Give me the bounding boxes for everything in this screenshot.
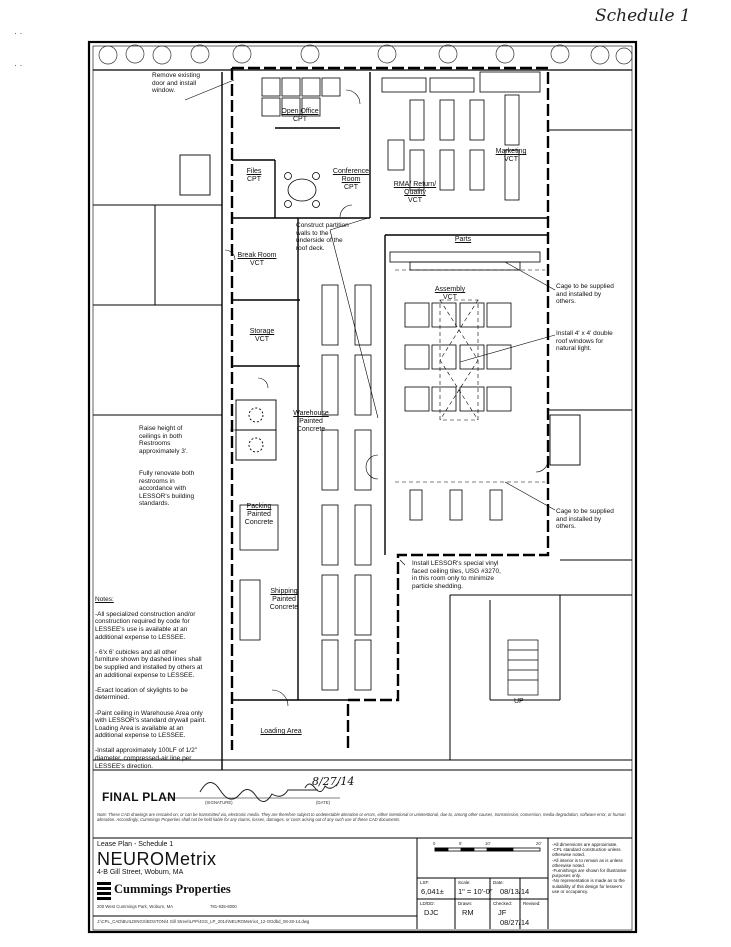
cad-disclaimer: Note: These CAD drawings are rescaled on… xyxy=(97,812,626,822)
tb-checked-label: Checked: xyxy=(493,901,513,906)
final-plan-label: FINAL PLAN xyxy=(102,790,177,804)
signature-caption: (SIGNATURE) xyxy=(205,800,233,805)
tb-revised: 08/27/14 xyxy=(500,918,530,927)
tb-scale: 1" = 10'-0" xyxy=(458,887,493,896)
notes-block: Notes: -All specialized construction and… xyxy=(95,588,235,778)
signature-date: 8/27/14 xyxy=(312,775,355,788)
callout-renovate: Fully renovate both restrooms in accorda… xyxy=(139,470,195,508)
note-item: - 6'x 6' cubicles and all other furnitur… xyxy=(95,648,203,679)
stair-up-label: UP xyxy=(514,698,524,705)
tb-brand-address: 200 West Cummings Park, Woburn, MA xyxy=(97,904,174,909)
tb-drawn-label: Drawn: xyxy=(458,901,473,906)
tb-revised-label: Revised: xyxy=(523,901,541,906)
scale-tick: 5' xyxy=(459,841,463,846)
tb-company: NEUROMetrix xyxy=(97,849,217,869)
callout-ceiling-tiles: Install LESSOR's special vinyl faced cei… xyxy=(412,560,501,590)
tb-date-label: Date: xyxy=(493,880,504,885)
date-caption: (DATE) xyxy=(316,800,331,805)
notes-heading: Notes: xyxy=(95,595,114,603)
tb-checked: JF xyxy=(498,908,507,917)
room-parts: Parts xyxy=(454,236,472,243)
tb-ld-label: LD/DD: xyxy=(420,901,435,906)
tb-brand-phone: 781-935-8000 xyxy=(210,904,237,909)
tb-ld: DJC xyxy=(424,908,439,917)
room-loading: Loading Area xyxy=(260,728,302,735)
note-item: -Install approximately 100LF of 1/2" dia… xyxy=(95,747,198,770)
callout-cage-1: Cage to be supplied and installed by oth… xyxy=(556,283,614,306)
tb-file-path: J:\CPL_CAD\BUILDINGS\BOSTON\4 Gill Stree… xyxy=(97,919,310,924)
tb-subtitle: Lease Plan - Schedule 1 xyxy=(97,841,174,848)
scale-tick: 0 xyxy=(433,841,436,846)
tb-lsf-label: LSF: xyxy=(420,880,430,885)
callout-remove-door: Remove existing door and install window. xyxy=(152,72,201,95)
callout-skylight: Install 4' x 4' double roof windows for … xyxy=(556,330,613,353)
margin-marks-2: · · xyxy=(14,60,23,70)
schedule-label: Schedule 1 xyxy=(595,6,691,26)
margin-marks: · · xyxy=(14,28,23,38)
scale-tick: 20' xyxy=(536,841,542,846)
tb-lsf: 6,041± xyxy=(421,887,444,896)
note-item: -Paint ceiling in Warehouse Area only wi… xyxy=(95,709,207,740)
tb-disclaimers: -All dimensions are approximate. -CPL st… xyxy=(552,842,627,894)
tb-address: 4-B Gill Street, Woburn, MA xyxy=(97,869,184,876)
tb-drawn: RM xyxy=(462,908,474,917)
tb-date: 08/13/14 xyxy=(500,887,530,896)
callout-cage-2: Cage to be supplied and installed by oth… xyxy=(556,508,614,531)
tb-scale-label: Scale: xyxy=(458,880,471,885)
note-item: -All specialized construction and/or con… xyxy=(95,610,196,641)
scale-tick: 10' xyxy=(485,841,491,846)
note-item: -Exact location of skylights to be deter… xyxy=(95,686,188,702)
callout-raise-ceiling: Raise height of ceilings in both Restroo… xyxy=(139,425,188,455)
tb-brand: Cummings Properties xyxy=(114,882,231,896)
callout-partition: Construct partition walls to the undersi… xyxy=(296,222,349,252)
